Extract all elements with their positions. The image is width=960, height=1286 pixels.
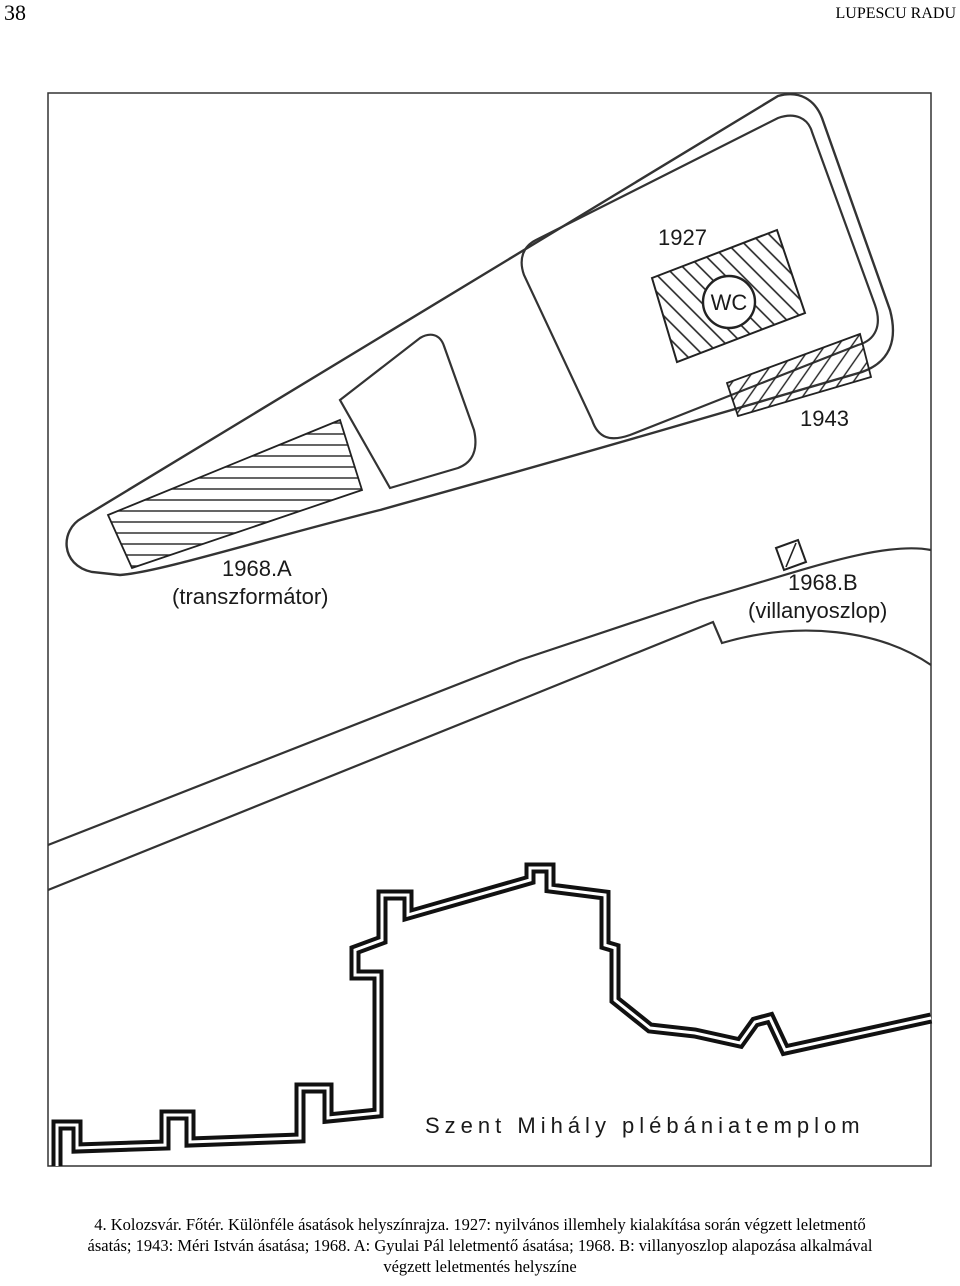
figure-caption: 4. Kolozsvár. Főtér. Különféle ásatások … [0, 1214, 960, 1277]
street-curve-upper [47, 547, 932, 847]
wc-circle [701, 274, 757, 330]
church-wall-inner-line [55, 866, 932, 1166]
caption-line-1: 4. Kolozsvár. Főtér. Különféle ásatások … [94, 1215, 866, 1234]
caption-line-3: végzett leletmentés helyszíne [383, 1257, 577, 1276]
year-1927-label: 1927 [658, 225, 707, 250]
street-curve-lower [47, 620, 932, 892]
site-1968a-label: 1968.A [222, 556, 292, 581]
trench-1968a [106, 418, 364, 570]
site-1968a-note: (transzformátor) [172, 584, 328, 609]
map-frame [47, 92, 932, 1167]
inner-middle-section-outline [338, 333, 477, 490]
trench-1968b-hatch [785, 542, 797, 568]
church-label: Szent Mihály plébániatemplom [425, 1113, 865, 1138]
wedge-island-outline [65, 93, 895, 577]
wc-label: WC [711, 290, 748, 315]
caption-line-2: ásatás; 1943: Méri István ásatása; 1968.… [87, 1236, 873, 1255]
running-head: LUPESCU RADU [835, 5, 956, 22]
site-1968b-note: (villanyoszlop) [748, 598, 887, 623]
site-1968b-label: 1968.B [788, 570, 858, 595]
year-1943-label: 1943 [800, 406, 849, 431]
trench-1943 [725, 332, 873, 418]
page-number: 38 [4, 0, 26, 25]
